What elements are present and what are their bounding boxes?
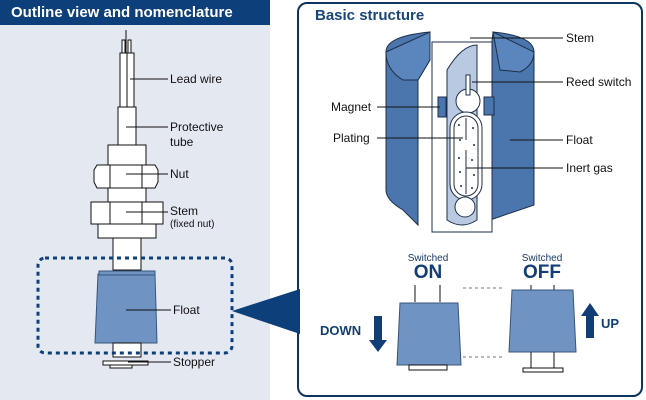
label-protective-tube-2: tube (170, 135, 194, 149)
label-float-structure: Float (566, 133, 593, 147)
switched-on-float (396, 285, 462, 371)
down-arrow-icon (369, 316, 387, 352)
label-nut: Nut (170, 167, 189, 181)
up-arrow-icon (581, 303, 599, 338)
nut-base (107, 187, 147, 203)
outline-drawing (90, 30, 164, 369)
basic-structure-title: Basic structure (315, 7, 425, 24)
stem-lower (112, 342, 142, 358)
stem-nut-base (97, 223, 157, 239)
stem-fixed-nut (90, 201, 164, 225)
switched-on-state: ON (413, 262, 443, 283)
down-label: DOWN (320, 323, 362, 338)
label-stopper: Stopper (173, 355, 216, 369)
float-highlight-box (36, 256, 234, 355)
label-stem-note: (fixed nut) (170, 219, 215, 230)
label-protective-tube-1: Protective (170, 120, 224, 134)
outline-panel-title: Outline view and nomenclature (0, 0, 270, 25)
callout-pointer (232, 289, 300, 334)
label-magnet: Magnet (331, 100, 372, 114)
structure-cutaway (385, 31, 535, 233)
nut (93, 164, 159, 189)
stem-rod (112, 237, 142, 271)
label-plating: Plating (333, 131, 370, 145)
label-lead-wire: Lead wire (170, 72, 223, 86)
outline-leaders (126, 78, 171, 363)
outline-float (94, 273, 158, 344)
label-float: Float (173, 303, 200, 317)
nut-collar (107, 144, 147, 166)
structure-leaders (377, 37, 563, 169)
label-stem-structure: Stem (566, 31, 595, 45)
switched-off-state: OFF (523, 262, 561, 283)
switched-off-caption: Switched (521, 253, 563, 264)
switched-off-float (508, 285, 577, 373)
label-inert-gas: Inert gas (566, 161, 613, 175)
protective-tube (117, 106, 137, 146)
label-reed-switch: Reed switch (566, 75, 632, 89)
switched-on-caption: Switched (407, 253, 449, 264)
label-stem: Stem (170, 204, 199, 218)
up-label: UP (601, 316, 620, 331)
